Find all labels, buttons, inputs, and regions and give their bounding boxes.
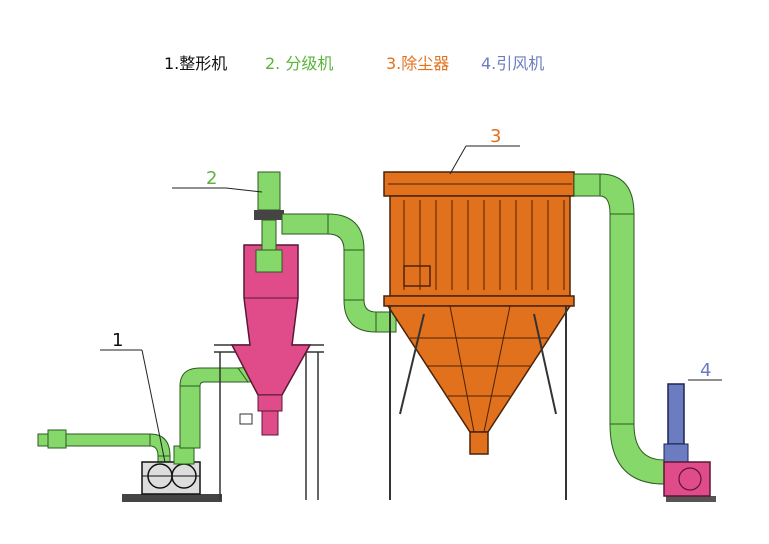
collector-outlet-pipe bbox=[573, 173, 665, 485]
leader-lines bbox=[100, 145, 722, 463]
shaper-base bbox=[122, 494, 222, 502]
callout-3: 3 bbox=[490, 126, 501, 147]
induced-fan bbox=[663, 383, 711, 497]
callout-1: 1 bbox=[112, 330, 123, 351]
callout-2: 2 bbox=[206, 168, 217, 189]
classifier-body bbox=[230, 244, 312, 436]
classifier-outlet-pipe bbox=[281, 213, 397, 333]
classifier-motor bbox=[254, 171, 284, 273]
legend-item-dust-collector: 3.除尘器 bbox=[386, 54, 450, 73]
legend: 1.整形机 2. 分级机 3.除尘器 4.引风机 bbox=[0, 50, 769, 74]
fan-base bbox=[666, 496, 716, 502]
legend-item-classifier: 2. 分级机 bbox=[265, 54, 334, 73]
collector-legs bbox=[389, 306, 567, 500]
legend-item-induced-fan: 4.引风机 bbox=[481, 54, 545, 73]
shaper-machine bbox=[141, 445, 201, 495]
dust-collector bbox=[383, 171, 575, 455]
legend-item-shaper: 1.整形机 bbox=[164, 54, 228, 73]
callout-4: 4 bbox=[700, 360, 711, 381]
